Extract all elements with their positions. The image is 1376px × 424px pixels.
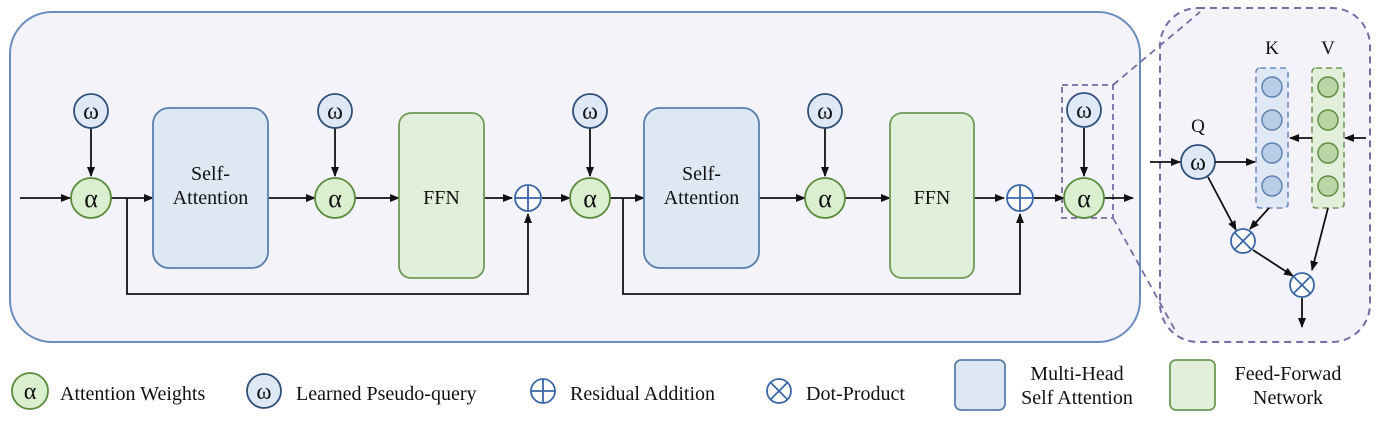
v-label: V (1321, 38, 1335, 59)
omega-node: ω (807, 93, 843, 129)
svg-text:ω: ω (83, 99, 99, 125)
legend: α Attention Weights ω Learned Pseudo-que… (11, 359, 1342, 411)
legend-alpha: α Attention Weights (11, 372, 205, 410)
svg-text:α: α (818, 184, 832, 213)
omega-node: ω (572, 93, 608, 129)
q-label: Q (1191, 116, 1205, 137)
query-omega-node: ω (1180, 144, 1216, 180)
detail-connections (1150, 134, 1366, 328)
omega-node: ω (73, 93, 109, 129)
svg-text:ω: ω (327, 99, 343, 125)
legend-omega-label: Learned Pseudo-query (296, 383, 477, 405)
svg-text:ω: ω (1076, 98, 1092, 124)
alpha-node: α (70, 177, 112, 219)
dot-product-icon (1230, 228, 1256, 254)
svg-text:α: α (1077, 184, 1091, 213)
residual-add-icon (514, 184, 542, 212)
self-attention-block-1 (152, 107, 269, 269)
svg-text:α: α (583, 184, 597, 213)
legend-residual: Residual Addition (530, 378, 715, 405)
zoom-line-top (1112, 11, 1201, 86)
ffn-label-1: FFN (423, 187, 460, 209)
alpha-node: α (1063, 177, 1105, 219)
svg-text:ω: ω (582, 99, 598, 125)
self-attention-label-1: Self-Attention (173, 163, 249, 209)
legend-omega: ω Learned Pseudo-query (246, 373, 477, 409)
main-connections (20, 128, 1134, 295)
alpha-node: α (804, 177, 846, 219)
residual-add-icon (1006, 184, 1034, 212)
svg-text:α: α (328, 184, 342, 213)
highlight-box (1061, 84, 1114, 219)
k-column (1255, 67, 1289, 209)
svg-text:α: α (24, 379, 37, 405)
svg-text:α: α (84, 184, 98, 213)
svg-text:ω: ω (256, 379, 271, 404)
alpha-node: α (314, 177, 356, 219)
v-vector-dots (1317, 76, 1339, 197)
k-label: K (1265, 38, 1279, 59)
ffn-block-1 (398, 112, 485, 279)
k-vector-dots (1261, 76, 1283, 197)
legend-dot: Dot-Product (766, 378, 905, 405)
svg-text:ω: ω (817, 99, 833, 125)
omega-node: ω (317, 93, 353, 129)
omega-node: ω (1066, 92, 1102, 128)
svg-text:ω: ω (1190, 150, 1206, 176)
legend-dot-label: Dot-Product (806, 383, 905, 405)
alpha-node: α (569, 177, 611, 219)
self-attention-block-2 (643, 107, 760, 269)
dot-product-icon (1289, 272, 1315, 298)
legend-residual-label: Residual Addition (570, 383, 715, 405)
encoder-panel (9, 11, 1141, 343)
ffn-block-2 (889, 112, 975, 279)
self-attention-label-2: Self-Attention (664, 163, 740, 209)
legend-alpha-label: Attention Weights (60, 383, 205, 405)
ffn-label-2: FFN (914, 187, 951, 209)
zoom-line-bottom (1112, 217, 1176, 331)
